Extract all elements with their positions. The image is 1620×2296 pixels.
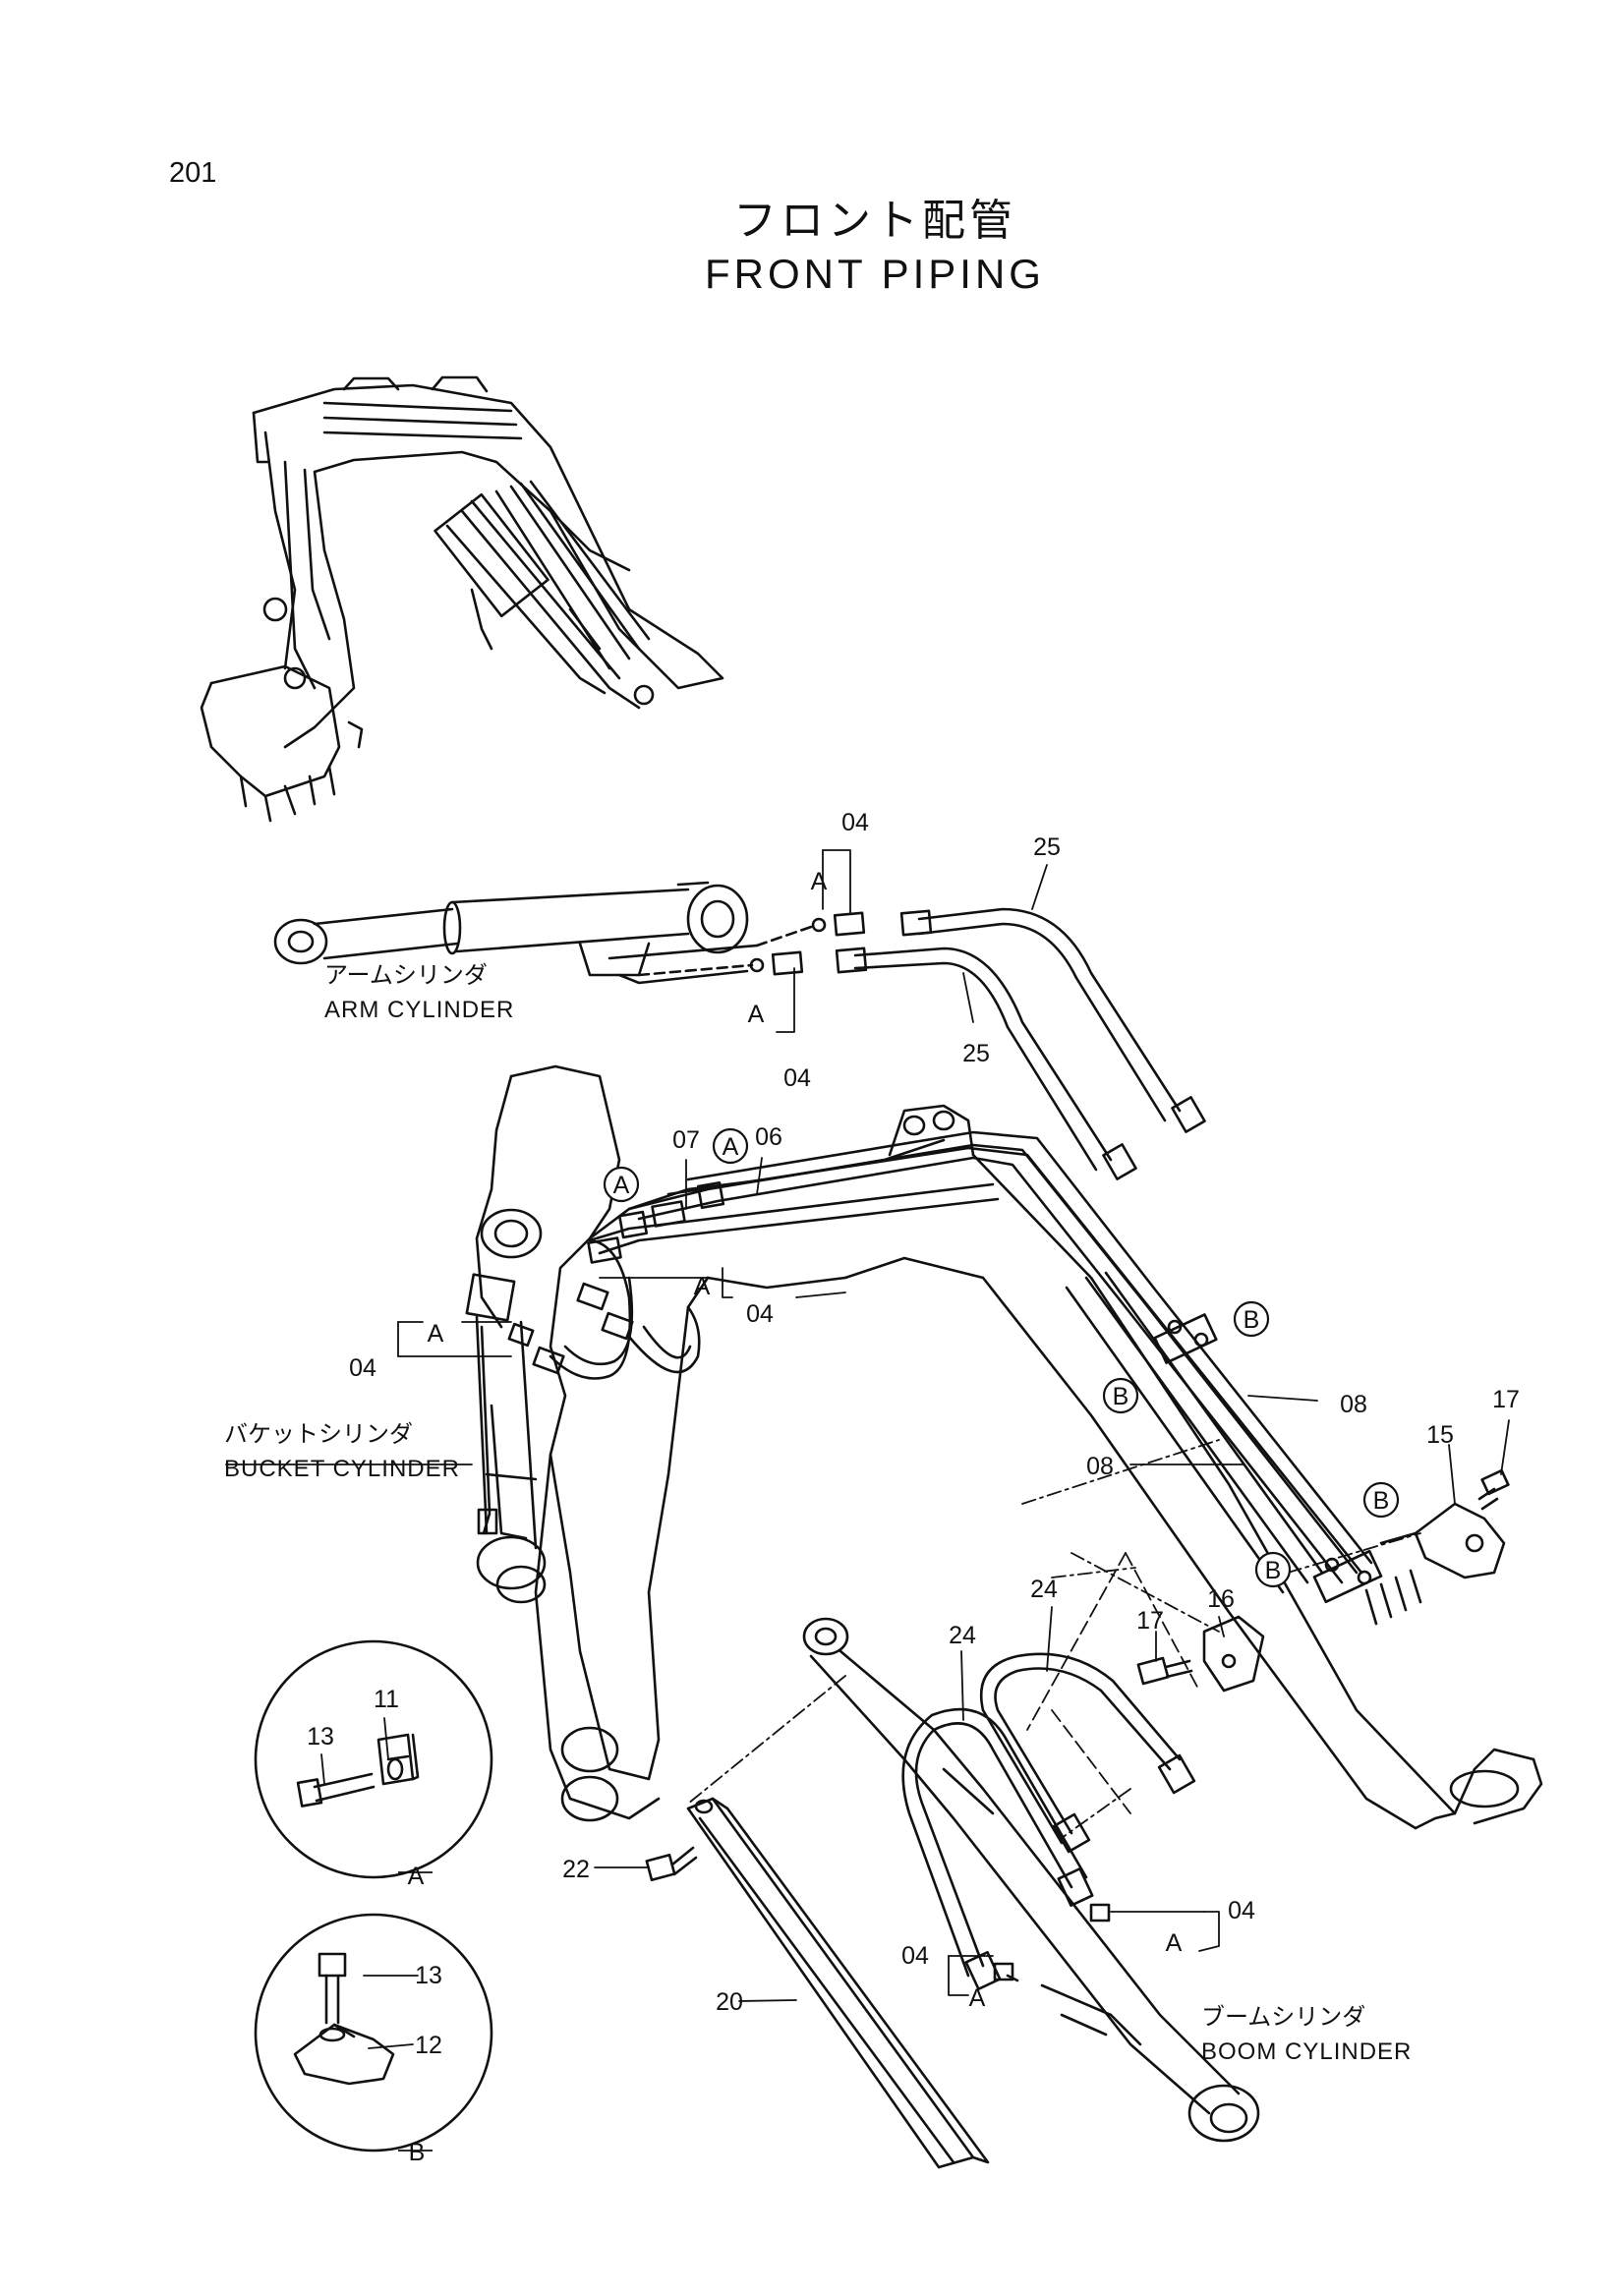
- bucket-cylinder-illustration: [465, 1273, 547, 1604]
- part-callouts: 04 04 25 25 07 06 04 04 08 08 17 15 16 1…: [307, 809, 1520, 2059]
- svg-text:B: B: [1373, 1487, 1390, 1515]
- callout-hose-24-left: 24: [949, 1622, 976, 1649]
- callout-bolt-17-right: 17: [1492, 1386, 1520, 1413]
- callout-pipe-08-left: 08: [1086, 1453, 1114, 1480]
- cover-20: [686, 1797, 990, 2169]
- bucket-cylinder-label-jp: バケットシリンダ: [224, 1420, 413, 1448]
- clamp-a-near-07: [617, 1210, 649, 1239]
- marker-b-lower-left: B: [1254, 1551, 1292, 1588]
- callout-detail-a-13: 13: [307, 1723, 334, 1751]
- callout-arm-lower-04: 04: [783, 1064, 811, 1092]
- marker-b-upper-left: B: [1102, 1377, 1139, 1414]
- svg-text:B: B: [1113, 1383, 1129, 1410]
- callout-bracket-15: 15: [1426, 1421, 1454, 1449]
- detail-b-circle: [254, 1913, 493, 2152]
- callout-hose-25-lower: 25: [962, 1040, 990, 1067]
- view-a-boom-right: A: [1166, 1929, 1183, 1957]
- callout-bolt-17-mid: 17: [1136, 1607, 1164, 1635]
- clamp-a-near-06: [696, 1180, 725, 1210]
- dashed-guides: [1026, 1552, 1200, 1814]
- callout-pipe-07: 07: [672, 1126, 700, 1154]
- callout-pipe-06: 06: [755, 1123, 782, 1151]
- boom-cylinder-illustration: [802, 1617, 1260, 2143]
- assembly-centerlines: [687, 1439, 1421, 1839]
- clamp-upper: [1153, 1313, 1218, 1364]
- hose-25-upper: [899, 907, 1206, 1133]
- svg-text:B: B: [1244, 1306, 1260, 1334]
- marker-a-boom-left: A: [603, 1166, 640, 1203]
- clamp-lower: [1312, 1549, 1422, 1626]
- fitting-04-arm-upper: [811, 911, 866, 937]
- callout-hose-24-right: 24: [1030, 1576, 1058, 1603]
- callout-hose-25-upper: 25: [1033, 833, 1061, 861]
- fitting-04-boom-right: [1089, 1903, 1111, 1923]
- callout-bucket-left-04: 04: [349, 1354, 376, 1382]
- marker-b-upper-right: B: [1233, 1300, 1270, 1338]
- svg-text:A: A: [723, 1133, 739, 1161]
- callout-cover-20: 20: [716, 1988, 743, 2016]
- callout-bolt-22: 22: [562, 1856, 590, 1883]
- view-indicators: A A A A A A: [428, 868, 1183, 2012]
- fitting-04-boom-left: [993, 1962, 1019, 1982]
- callout-detail-a-11: 11: [374, 1686, 399, 1713]
- bucket-cylinder-label-en: BUCKET CYLINDER: [224, 1456, 460, 1482]
- reference-markers: A A B B B B: [603, 1127, 1400, 1588]
- fitting-04-bucket-right: [576, 1282, 634, 1341]
- pipe-bundle-08: [627, 1130, 1373, 1594]
- boom-cylinder-label-jp: ブームシリンダ: [1201, 2003, 1365, 2031]
- view-a-bucket-right: A: [694, 1273, 711, 1300]
- fitting-04-bucket-left: [507, 1322, 565, 1375]
- bolt-17-mid: [1136, 1656, 1193, 1686]
- bolt-22: [645, 1846, 698, 1882]
- title-block: フロント配管 FRONT PIPING: [688, 195, 1062, 301]
- hose-25-lower: [835, 947, 1137, 1180]
- detail-b-label: B: [409, 2139, 426, 2166]
- view-a-arm-lower: A: [748, 1001, 765, 1028]
- bolt-17-right: [1477, 1468, 1510, 1511]
- callout-detail-b-13: 13: [415, 1962, 442, 1989]
- boom-cylinder-label-en: BOOM CYLINDER: [1201, 2038, 1412, 2065]
- callout-pipe-08-right: 08: [1340, 1391, 1367, 1418]
- detail-a-circle: [254, 1639, 493, 1879]
- bucket-hose-loops: [549, 1182, 1000, 1380]
- callout-detail-b-12: 12: [415, 2032, 442, 2059]
- marker-b-lower-right: B: [1362, 1481, 1400, 1519]
- callout-bucket-right-04: 04: [746, 1300, 774, 1328]
- bracket-16: [1202, 1615, 1265, 1693]
- callout-arm-upper-04: 04: [841, 809, 869, 836]
- hose-24-left: [901, 1707, 1094, 1990]
- callout-boom-right-04: 04: [1228, 1897, 1255, 1924]
- fitting-07: [587, 1200, 686, 1264]
- excavator-overview-illustration: [200, 375, 724, 823]
- arm-cylinder-illustration: [273, 881, 759, 985]
- callout-bracket-16: 16: [1207, 1585, 1235, 1613]
- page-title-english: FRONT PIPING: [705, 251, 1045, 297]
- detail-a-label: A: [408, 1863, 425, 1890]
- page-title-japanese: フロント配管: [733, 196, 1016, 246]
- page-number: 201: [169, 157, 217, 189]
- leader-lines: [225, 849, 1510, 2049]
- component-labels: アームシリンダ ARM CYLINDER バケットシリンダ BUCKET CYL…: [224, 961, 1412, 2065]
- marker-a-boom-top: A: [712, 1127, 749, 1165]
- detail-view-letters: A B: [398, 1863, 433, 2166]
- hose-24-right: [979, 1652, 1196, 1854]
- svg-text:B: B: [1265, 1557, 1282, 1584]
- arm-cylinder-label-jp: アームシリンダ: [324, 961, 488, 989]
- arm-assembly-lines: [637, 924, 816, 977]
- callout-boom-left-04: 04: [901, 1942, 929, 1970]
- svg-text:A: A: [613, 1172, 630, 1199]
- arm-cylinder-label-en: ARM CYLINDER: [324, 997, 514, 1023]
- view-a-bucket-left: A: [428, 1320, 444, 1348]
- bracket-15: [1379, 1502, 1506, 1579]
- view-a-boom-left: A: [969, 1984, 986, 2012]
- view-a-arm-upper: A: [811, 868, 828, 895]
